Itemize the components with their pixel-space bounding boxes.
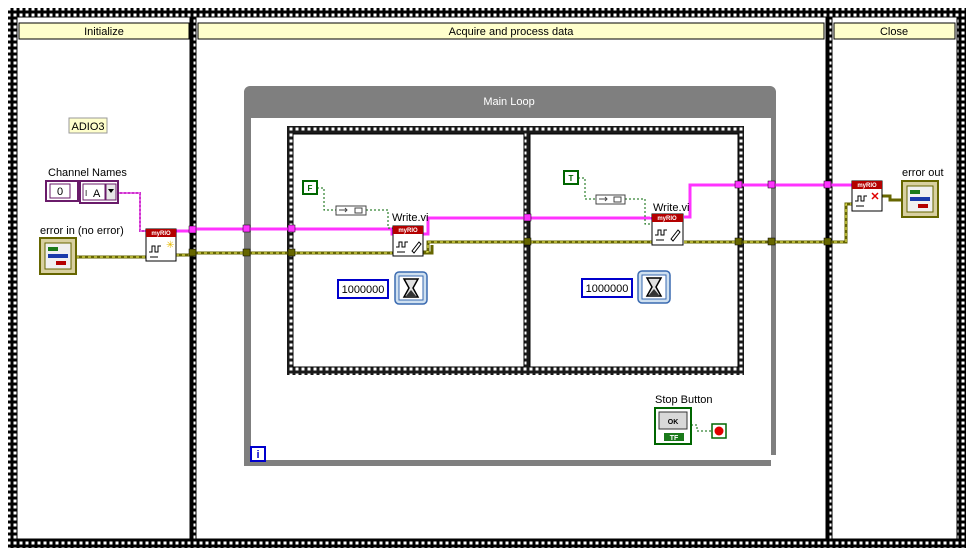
- channel-index: 0: [57, 186, 63, 198]
- wait-node-2[interactable]: [637, 270, 671, 304]
- write-label-1: Write.vi: [392, 212, 428, 224]
- write-icon: [396, 241, 422, 254]
- svg-text:ADIO3: ADIO3: [71, 121, 104, 133]
- frame-divider-2: [826, 17, 832, 539]
- inner-sequence: [287, 126, 744, 375]
- svg-text:I: I: [85, 189, 87, 198]
- wait-node-1[interactable]: [394, 271, 428, 305]
- stop-button-label: Stop Button: [655, 394, 713, 406]
- myrio-write-node-1[interactable]: myRIO: [392, 225, 424, 257]
- frame-title-close: Close: [880, 26, 908, 38]
- sequence-left-edge: [8, 8, 17, 548]
- svg-text:myRIO: myRIO: [657, 216, 677, 222]
- sequence-top-strip: [8, 8, 966, 17]
- sequence-right-edge: [957, 8, 966, 548]
- wait-const-2[interactable]: 1000000: [581, 278, 633, 298]
- bool-const-true[interactable]: T: [563, 170, 579, 185]
- dropdown-arrow-icon[interactable]: [108, 189, 114, 193]
- myrio-write-node-2[interactable]: myRIO: [651, 213, 684, 246]
- error-in-control[interactable]: [39, 237, 77, 275]
- stop-button-terminal[interactable]: OK TF: [654, 407, 692, 445]
- svg-text:myRIO: myRIO: [151, 231, 171, 237]
- svg-text:F: F: [308, 184, 313, 193]
- main-loop-title: Main Loop: [483, 96, 534, 108]
- bool-const-false[interactable]: F: [302, 180, 318, 195]
- write-label-2: Write.vi: [653, 202, 689, 214]
- write-icon: [655, 229, 681, 242]
- frame-title-initialize: Initialize: [84, 26, 124, 38]
- svg-text:OK: OK: [668, 419, 679, 426]
- error-cluster-icon: [48, 247, 68, 265]
- frame-header-initialize[interactable]: Initialize: [18, 22, 190, 40]
- tunnels: [188, 180, 832, 257]
- close-icon: [855, 192, 879, 207]
- error-in-label: error in (no error): [40, 225, 124, 237]
- svg-text:T: T: [569, 174, 574, 183]
- wait-icon: [645, 277, 663, 297]
- stop-terminal-icon[interactable]: [711, 423, 727, 439]
- open-icon: ✳: [149, 240, 174, 258]
- svg-text:✳: ✳: [166, 240, 174, 251]
- svg-text:myRIO: myRIO: [857, 183, 877, 189]
- frame-header-acquire[interactable]: Acquire and process data: [197, 22, 825, 40]
- svg-text:TF: TF: [670, 435, 679, 442]
- bool-to-number-1[interactable]: [335, 205, 367, 216]
- wait-icon: [402, 278, 420, 298]
- sequence-bottom-strip: [8, 539, 966, 548]
- error-out-label: error out: [902, 167, 944, 179]
- channel-names-label: Channel Names: [48, 167, 127, 179]
- myrio-close-node[interactable]: myRIO: [851, 180, 883, 212]
- frame-title-acquire: Acquire and process data: [449, 26, 575, 38]
- svg-text:i: i: [256, 449, 259, 461]
- svg-text:myRIO: myRIO: [398, 228, 418, 234]
- svg-text:1000000: 1000000: [342, 284, 385, 296]
- error-out-indicator[interactable]: [901, 180, 939, 218]
- myrio-open-node[interactable]: myRIO ✳: [145, 228, 177, 262]
- iteration-terminal: i: [250, 446, 266, 462]
- frame-header-close[interactable]: Close: [833, 22, 956, 40]
- error-cluster-icon: [910, 190, 930, 208]
- svg-text:1000000: 1000000: [586, 283, 629, 295]
- adio-constant[interactable]: ADIO3: [68, 117, 108, 134]
- wait-const-1[interactable]: 1000000: [337, 279, 389, 299]
- channel-value: A: [93, 188, 101, 200]
- channel-names-array[interactable]: 0 I A: [45, 180, 119, 204]
- frame-divider-1: [190, 17, 196, 539]
- bool-to-number-2[interactable]: [595, 194, 626, 205]
